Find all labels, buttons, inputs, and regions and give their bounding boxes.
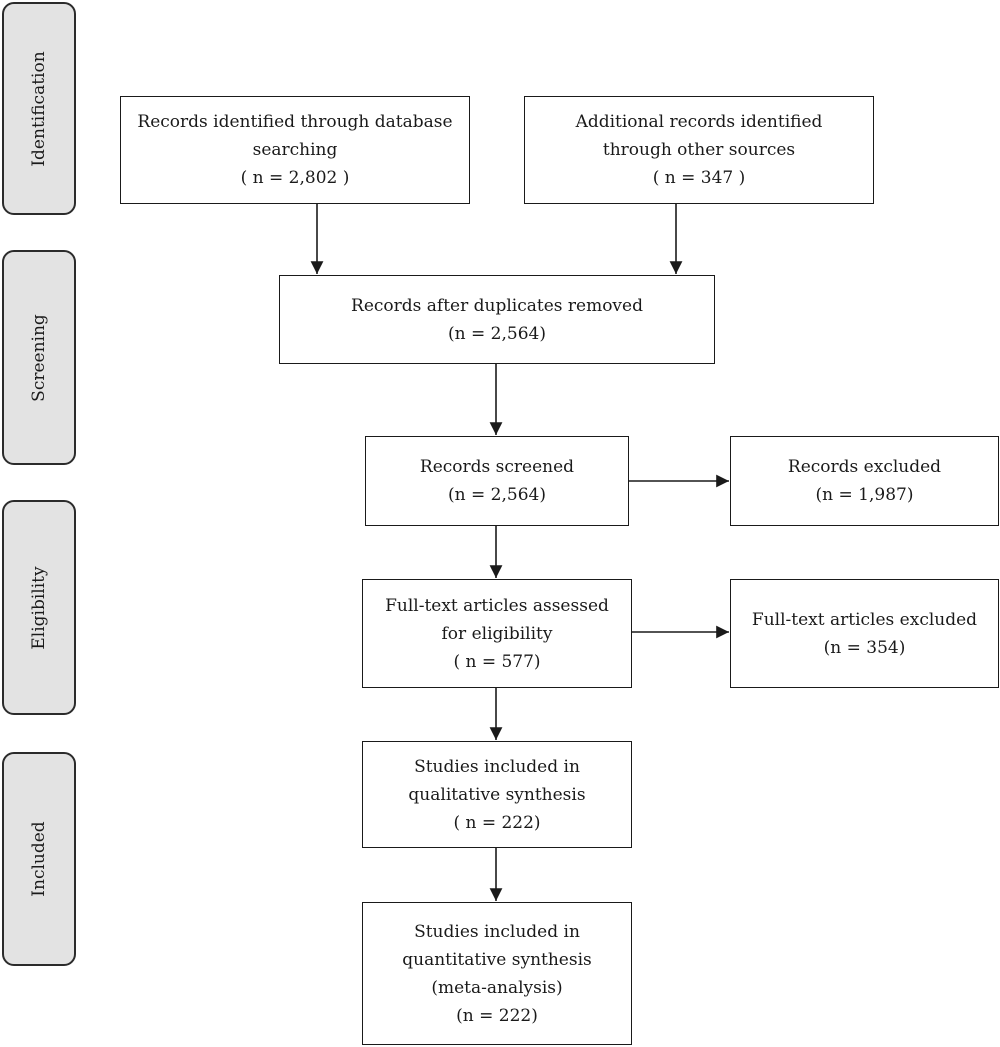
phase-screening: Screening bbox=[2, 250, 76, 465]
box-fulltext-excluded: Full-text articles excluded (n = 354) bbox=[730, 579, 999, 688]
box-fulltext-assessed: Full-text articles assessed for eligibil… bbox=[362, 579, 632, 688]
phase-identification: Identification bbox=[2, 2, 76, 215]
box-quantitative-synthesis: Studies included in quantitative synthes… bbox=[362, 902, 632, 1045]
box-duplicates-removed: Records after duplicates removed (n = 2,… bbox=[279, 275, 715, 364]
box-records-screened: Records screened (n = 2,564) bbox=[365, 436, 629, 526]
box-qualitative-synthesis: Studies included in qualitative synthesi… bbox=[362, 741, 632, 848]
box-other-sources: Additional records identified through ot… bbox=[524, 96, 874, 204]
box-database-records: Records identified through database sear… bbox=[120, 96, 470, 204]
phase-included: Included bbox=[2, 752, 76, 966]
phase-eligibility: Eligibility bbox=[2, 500, 76, 715]
box-records-excluded: Records excluded (n = 1,987) bbox=[730, 436, 999, 526]
